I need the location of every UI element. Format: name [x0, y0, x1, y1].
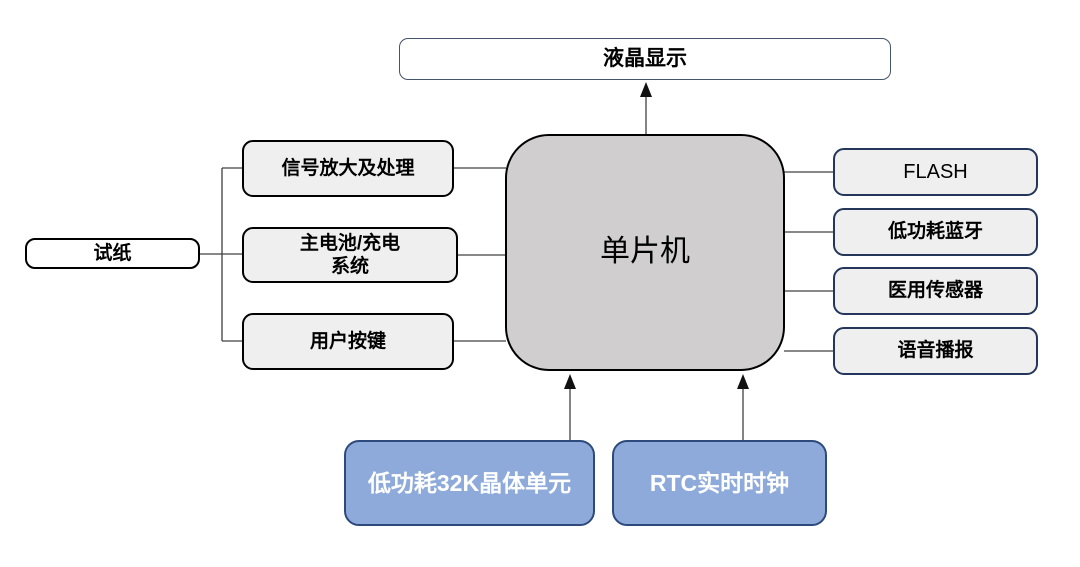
node-label-battery-charging-system: 主电池/充电 系统	[299, 232, 401, 277]
node-test-strip: 试纸	[25, 238, 200, 269]
node-flash: FLASH	[833, 148, 1038, 196]
node-label-medical-sensor: 医用传感器	[887, 280, 983, 302]
node-label-32k-crystal-unit: 低功耗32K晶体单元	[367, 469, 572, 496]
arrowhead-crystal	[564, 374, 576, 389]
node-label-lcd: 液晶显示	[603, 47, 687, 71]
node-lcd-display: 液晶显示	[399, 38, 891, 80]
node-voice-broadcast: 语音播报	[833, 327, 1038, 375]
node-label-voice-broadcast: 语音播报	[897, 340, 974, 362]
node-user-buttons: 用户按键	[242, 313, 454, 370]
arrowhead-to-lcd	[640, 82, 652, 97]
node-low-power-bluetooth: 低功耗蓝牙	[833, 208, 1038, 256]
node-label-mcu: 单片机	[600, 235, 690, 269]
node-label-flash: FLASH	[903, 160, 968, 183]
node-medical-sensor: 医用传感器	[833, 267, 1038, 315]
node-label-rtc-clock: RTC实时时钟	[649, 469, 790, 496]
node-mcu: 单片机	[505, 134, 785, 371]
node-label-signal-amplification: 信号放大及处理	[281, 157, 415, 179]
node-rtc-clock: RTC实时时钟	[612, 440, 827, 526]
node-32k-crystal-unit: 低功耗32K晶体单元	[344, 440, 595, 526]
node-label-low-power-bluetooth: 低功耗蓝牙	[887, 221, 983, 243]
node-label-test-strip: 试纸	[93, 242, 132, 264]
node-battery-charging-system: 主电池/充电 系统	[242, 227, 458, 283]
node-label-user-buttons: 用户按键	[309, 330, 386, 352]
node-signal-amplification: 信号放大及处理	[242, 140, 454, 197]
arrowhead-rtc	[737, 374, 749, 389]
